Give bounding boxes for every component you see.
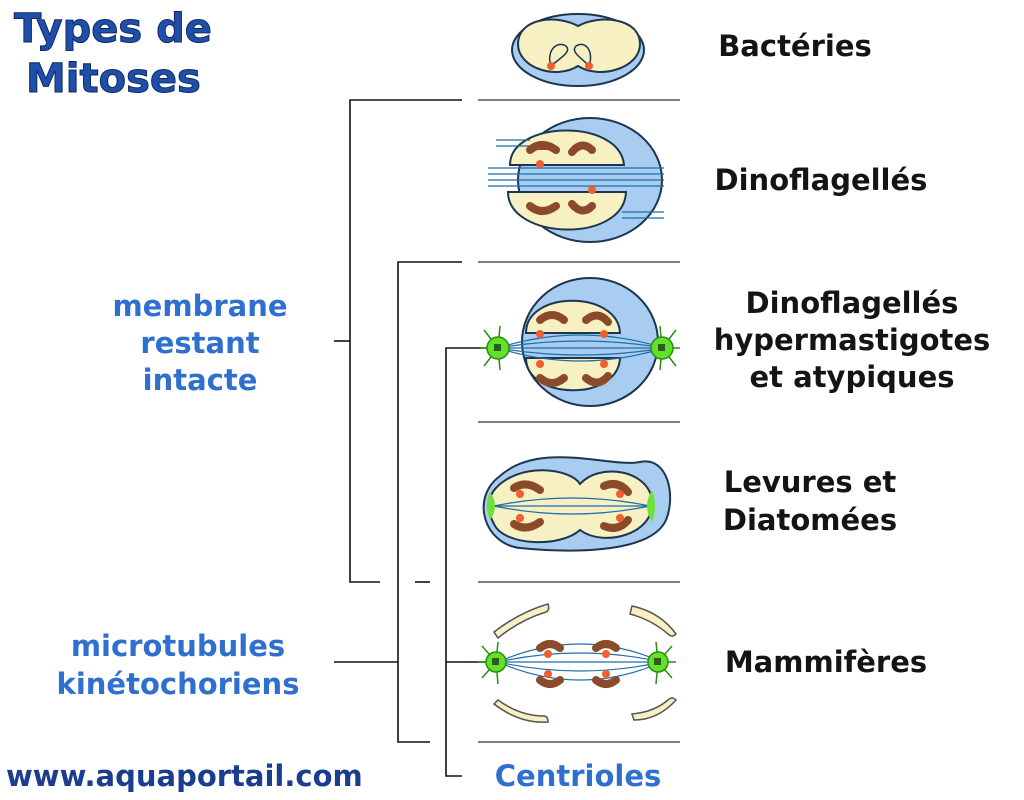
type-levures-line-1: Levures et — [724, 465, 897, 499]
criteria-membrane-line-2: restant — [140, 326, 259, 360]
type-hypermastigotes-line-3: et atypiques — [750, 360, 955, 394]
criteria-membrane-line-1: membrane — [112, 289, 287, 323]
cell-mammiferes — [478, 603, 678, 723]
title-line-1: Types de — [14, 6, 212, 52]
type-bacteries-line-1: Bactéries — [718, 29, 872, 63]
type-dinoflagelles-line-1: Dinoflagellés — [715, 163, 928, 197]
criteria-microtubules-line-1: microtubules — [71, 629, 285, 663]
type-levures-line-2: Diatomées — [723, 503, 897, 537]
type-hypermastigotes-line-2: hypermastigotes — [714, 323, 991, 357]
source-url: www.aquaportail.com — [6, 759, 363, 793]
type-mammiferes-line-1: Mammifères — [725, 645, 927, 679]
cell-levures — [482, 456, 672, 552]
row-separators — [478, 99, 680, 743]
cell-bacteries — [511, 13, 645, 87]
classification-brackets — [334, 99, 490, 777]
criteria-microtubules-line-2: kinétochoriens — [57, 667, 300, 701]
centrioles-bracket — [445, 347, 490, 777]
cell-hypermastigotes — [480, 277, 680, 407]
criteria-centrioles: Centrioles — [495, 759, 662, 793]
microtubules-bracket — [397, 261, 462, 743]
type-hypermastigotes-line-1: Dinoflagellés — [746, 286, 959, 320]
cell-dinoflagelles — [488, 117, 664, 243]
criteria-membrane-line-3: intacte — [143, 363, 258, 397]
title-line-2: Mitoses — [26, 56, 201, 102]
